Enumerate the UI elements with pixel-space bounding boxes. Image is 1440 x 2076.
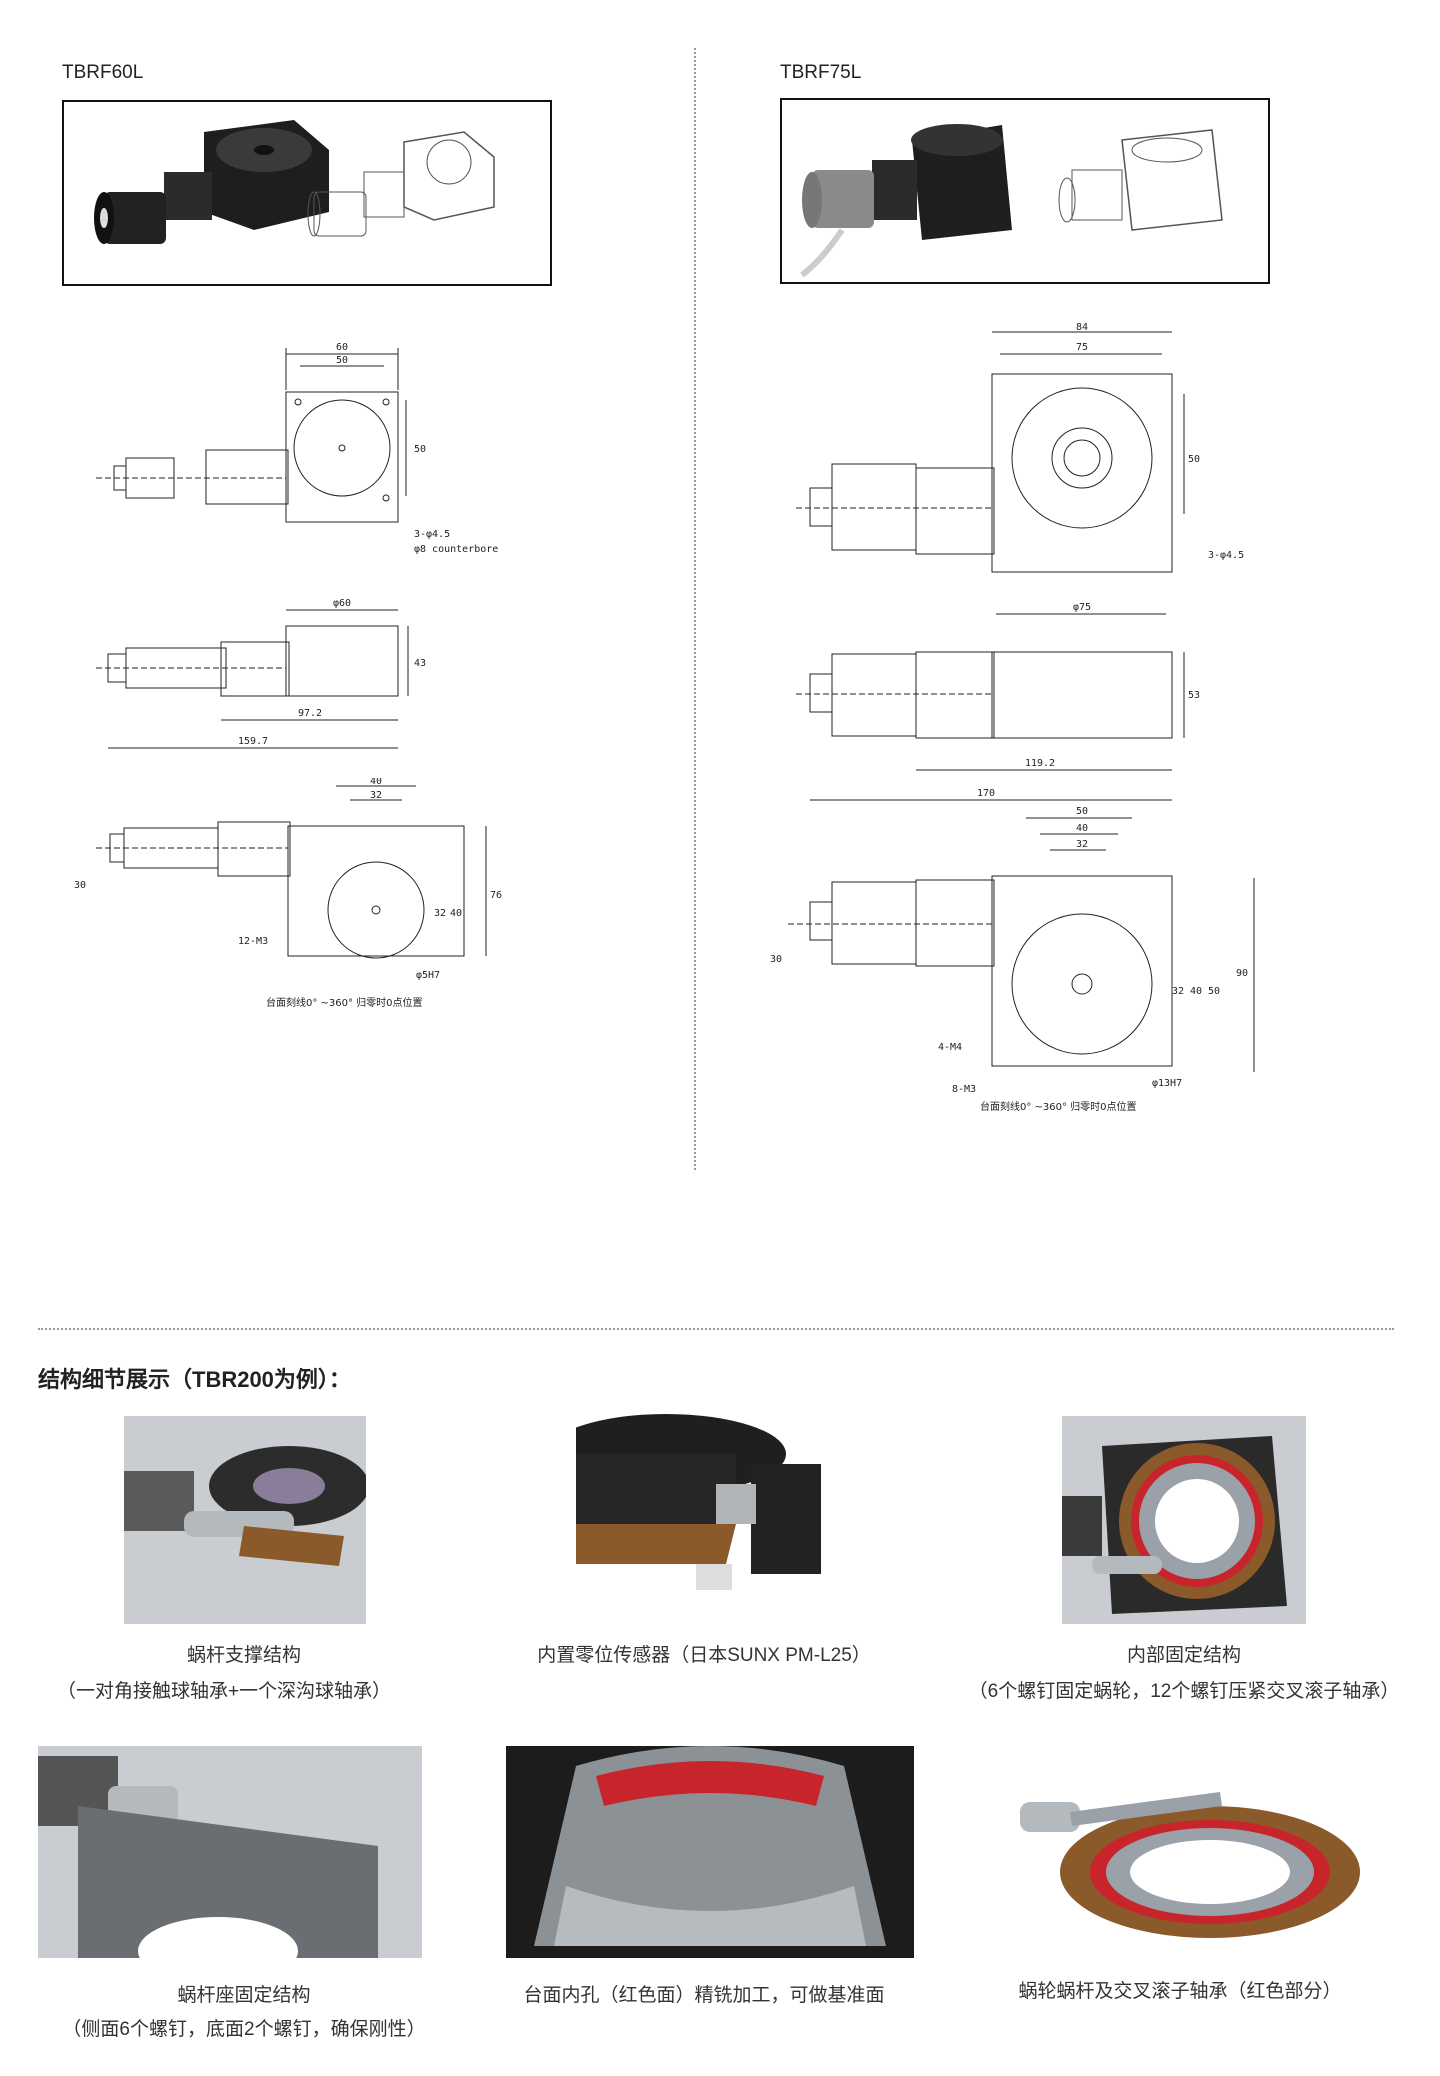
detail-caption-6a: 蜗轮蜗杆及交叉滚子轴承（红色部分） [1018,1981,1342,2002]
dim-label: 50 [1208,986,1220,997]
dim-label: 3-φ4.5 [1208,550,1244,561]
dim-label: 50 [414,444,426,455]
scale-note: 台面刻线0° ~360° 归零时0点位置 [980,1100,1137,1113]
dim-label: 8-M3 [952,1084,976,1095]
dim-label: 97.2 [298,708,322,719]
dim-label: 40 [370,778,382,787]
dim-label: 12-M3 [238,936,268,947]
dim-label: 40 [450,908,462,919]
dim-label: 53 [1188,690,1200,701]
detail-caption-5a: 台面内孔（红色面）精铣加工，可做基准面 [523,1985,885,2006]
product-render-image [800,124,1223,278]
dim-label: 30 [770,954,782,965]
dim-label: 4-M4 [938,1042,962,1053]
dim-label: 30 [74,880,86,891]
detail-caption-4a: 蜗杆座固定结构 [177,1985,311,2006]
column-divider [694,48,696,1170]
product-render-image [94,120,495,244]
detail-caption-1a: 蜗杆支撑结构 [186,1645,302,1666]
product-title-tbrf60l: TBRF60L [62,62,144,83]
dim-label: 84 [1076,322,1088,333]
dim-label: φ60 [333,598,351,609]
detail-caption-1b: （一对角接触球轴承+一个深沟球轴承） [56,1681,392,1702]
drawing-tbrf75l-bottom: 50 40 32 30 32 40 50 90 4-M4 8-M3 φ13H7 … [770,806,1255,1113]
detail-image-zero-sensor [576,1414,824,1622]
detail-caption-2a: 内置零位传感器（日本SUNX PM-L25） [537,1645,871,1666]
drawing-tbrf60l-bottom: 40 32 30 32 40 76 12-M3 φ5H7 台面刻线0° ~360… [74,778,502,1009]
section-divider [38,1328,1394,1330]
product-title-tbrf75l: TBRF75L [780,62,862,83]
dim-label: 50 [1188,454,1200,465]
dim-label: 43 [414,658,426,669]
dim-label: φ8 counterbore [414,544,498,555]
product-photo-tbrf75l [780,98,1270,284]
drawing-tbrf75l-side: φ75 53 119.2 170 [796,602,1200,801]
dim-label: φ5H7 [416,970,440,981]
dim-label: 50 [336,355,348,366]
dim-label: 60 [336,342,348,353]
dim-label: 75 [1076,342,1088,353]
product-photo-tbrf60l [62,100,552,286]
detail-caption-4b: （侧面6个螺钉，底面2个螺钉，确保刚性） [62,2019,426,2040]
detail-image-worm-support [124,1416,366,1624]
dim-label: 159.7 [238,736,268,747]
dim-label: 90 [1236,968,1248,979]
dim-label: 32 [1076,839,1088,850]
dim-label: 40 [1076,823,1088,834]
detail-image-bore-surface [506,1746,914,1958]
dim-label: 76 [490,890,502,901]
dim-label: 40 [1190,986,1202,997]
dim-label: 50 [1076,806,1088,817]
detail-image-worm-seat [38,1746,422,1958]
dim-label: 3-φ4.5 [414,529,450,540]
drawing-tbrf60l-top: 60 50 50 3-φ4.5 φ8 counterbore [96,342,498,555]
dim-label: φ75 [1073,602,1091,613]
dim-label: 170 [977,788,995,799]
dim-label: 32 [434,908,446,919]
dim-label: 32 [1172,986,1184,997]
dim-label: 32 [370,790,382,801]
details-section-title: 结构细节展示（TBR200为例）： [38,1367,351,1392]
dim-label: 119.2 [1025,758,1055,769]
detail-image-worm-gear-bearing [1010,1772,1360,1942]
dim-label: φ13H7 [1152,1078,1182,1089]
drawing-tbrf60l-side: φ60 43 97.2 159.7 [96,598,426,749]
detail-image-internal-fixing [1062,1416,1306,1624]
detail-caption-3a: 内部固定结构 [1126,1645,1242,1666]
drawing-tbrf75l-top: 84 75 50 3-φ4.5 [796,322,1244,573]
detail-caption-3b: （6个螺钉固定蜗轮，12个螺钉压紧交叉滚子轴承） [968,1681,1400,1702]
scale-note: 台面刻线0° ~360° 归零时0点位置 [266,996,423,1009]
